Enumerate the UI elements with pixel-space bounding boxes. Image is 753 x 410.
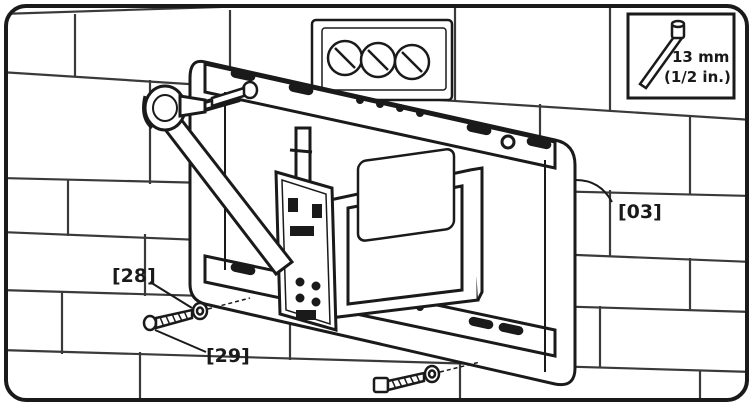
bubble-level-icon	[310, 18, 454, 102]
callout-bracket: [03]	[618, 201, 662, 223]
callout-washer: [28]	[112, 265, 156, 287]
lag-bolt-lower	[372, 364, 441, 394]
articulating-arm	[289, 126, 484, 320]
tool-size-metric: 13 mm	[672, 48, 729, 66]
socket-wrench-icon	[638, 19, 686, 90]
callout-lag-bolt: [29]	[206, 345, 250, 367]
tool-size-imperial: (1/2 in.)	[664, 68, 731, 86]
lag-bolt-top	[210, 80, 259, 108]
lag-bolt-upper	[142, 301, 209, 332]
callout-leaders	[149, 179, 613, 353]
tool-inset: 13 mm (1/2 in.)	[626, 12, 736, 100]
alignment-guides	[207, 297, 481, 373]
